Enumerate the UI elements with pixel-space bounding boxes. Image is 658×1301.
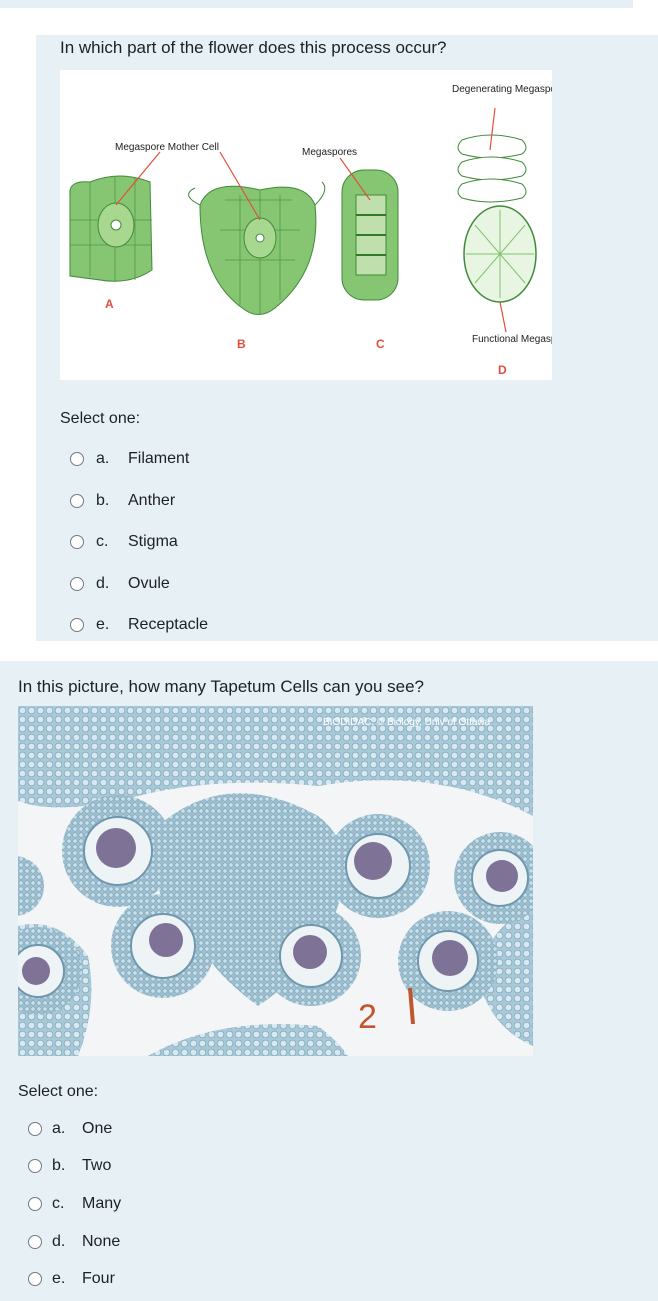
label-stage-b: B	[237, 337, 246, 351]
option-letter: e.	[52, 1270, 66, 1287]
option-text: Ovule	[128, 575, 170, 592]
option-d[interactable]: d. None	[28, 1231, 120, 1253]
micrograph-watermark: BIODIDAC, © Biology, Univ of Ottawa	[323, 717, 491, 728]
radio-button[interactable]	[28, 1122, 42, 1136]
radio-button[interactable]	[70, 535, 84, 549]
option-e[interactable]: e. Four	[28, 1268, 115, 1290]
stage-a-tissue	[69, 175, 153, 282]
pollen-sac	[62, 795, 174, 907]
option-b[interactable]: b. Anther	[70, 490, 175, 512]
anther-cross-section-micrograph: BIODIDAC, © Biology, Univ of Ottawa 2	[18, 706, 533, 1056]
option-c[interactable]: c. Many	[28, 1193, 121, 1215]
pollen-sac	[18, 927, 82, 1015]
label-megaspores: Megaspores	[302, 147, 357, 158]
option-letter: c.	[52, 1195, 65, 1212]
option-e[interactable]: e. Receptacle	[70, 614, 208, 636]
option-text: None	[82, 1233, 121, 1250]
label-functional-megaspores: Functional Megaspores	[472, 334, 552, 345]
option-text: Anther	[128, 492, 176, 509]
select-one-label: Select one:	[18, 1083, 99, 1100]
select-one-label: Select one:	[60, 410, 141, 427]
option-letter: b.	[52, 1157, 66, 1174]
pollen-sac	[398, 911, 498, 1011]
radio-button[interactable]	[28, 1235, 42, 1249]
option-letter: d.	[52, 1233, 66, 1250]
option-letter: c.	[96, 533, 109, 550]
option-text: Many	[82, 1195, 122, 1212]
pollen-sac	[111, 894, 215, 998]
option-letter: a.	[52, 1120, 66, 1137]
option-letter: e.	[96, 616, 110, 633]
label-stage-c: C	[376, 337, 385, 351]
radio-button[interactable]	[28, 1159, 42, 1173]
radio-button[interactable]	[70, 452, 84, 466]
option-letter: a.	[96, 450, 110, 467]
question-text: In this picture, how many Tapetum Cells …	[18, 677, 425, 696]
option-letter: b.	[96, 492, 110, 509]
megasporogenesis-diagram: Megaspore Mother Cell Megaspores Degener…	[60, 70, 552, 380]
option-letter: d.	[96, 575, 110, 592]
option-text: One	[82, 1120, 113, 1137]
radio-button[interactable]	[70, 618, 84, 632]
radio-button[interactable]	[70, 494, 84, 508]
option-c[interactable]: c. Stigma	[70, 531, 178, 553]
pollen-sac	[454, 832, 533, 924]
top-divider	[0, 0, 633, 8]
option-text: Four	[82, 1270, 115, 1287]
question-text: In which part of the flower does this pr…	[60, 38, 447, 57]
handwritten-number: 2	[358, 998, 377, 1036]
option-text: Two	[82, 1157, 112, 1174]
pollen-sac	[261, 906, 361, 1006]
stage-b-ovule	[188, 181, 326, 315]
radio-button[interactable]	[70, 577, 84, 591]
option-text: Filament	[128, 450, 190, 467]
option-b[interactable]: b. Two	[28, 1155, 111, 1177]
pollen-sac	[18, 856, 44, 916]
handwritten-stroke	[408, 987, 415, 1025]
option-text: Receptacle	[128, 616, 209, 633]
label-stage-d: D	[498, 363, 507, 377]
option-text: Stigma	[128, 533, 178, 550]
label-megaspore-mother-cell: Megaspore Mother Cell	[115, 142, 219, 153]
stage-c-megaspores	[341, 169, 399, 301]
option-a[interactable]: a. Filament	[70, 448, 189, 470]
label-stage-a: A	[105, 297, 114, 311]
option-a[interactable]: a. One	[28, 1118, 112, 1140]
pollen-sac	[326, 814, 430, 918]
label-degenerating-megaspores: Degenerating Megaspores	[452, 84, 552, 95]
stage-d-megaspores	[457, 134, 537, 303]
option-d[interactable]: d. Ovule	[70, 573, 170, 595]
radio-button[interactable]	[28, 1197, 42, 1211]
